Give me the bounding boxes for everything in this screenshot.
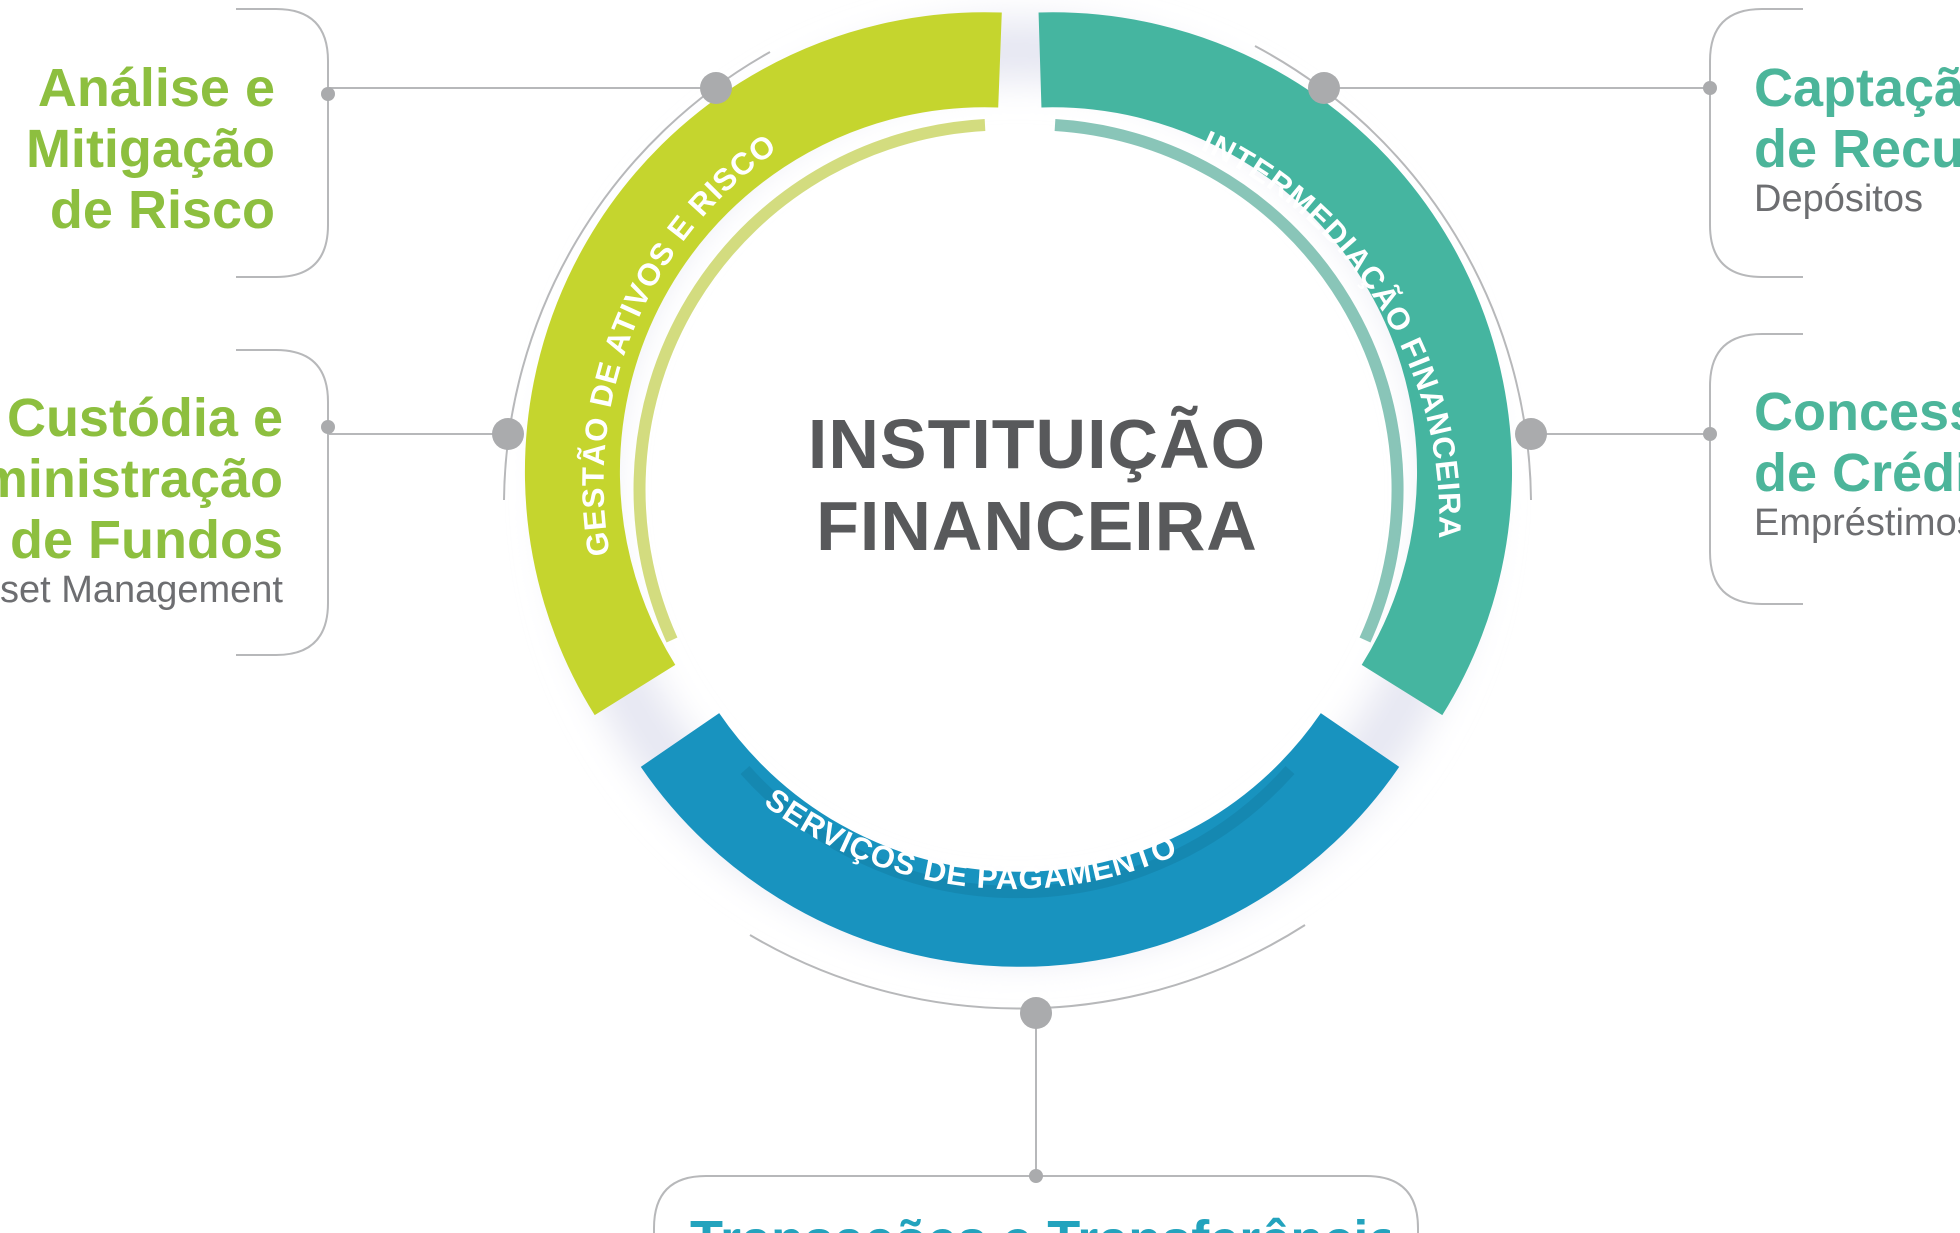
bracket-custody bbox=[236, 349, 329, 656]
function-credit-subtitle: Empréstimos bbox=[1754, 502, 1960, 544]
small-node-risk bbox=[321, 87, 335, 101]
function-risk-line1: Análise e bbox=[37, 58, 275, 118]
function-credit: Concessão de Crédito Empréstimos bbox=[1754, 382, 1960, 546]
function-risk: Análise e Mitigação de Risco bbox=[26, 58, 275, 241]
segment-intermediacao-inner bbox=[1054, 119, 1404, 643]
bracket-risk bbox=[236, 8, 329, 278]
function-transactions-title: Transações e Transferências bbox=[690, 1210, 1390, 1233]
function-transactions: Transações e Transferências bbox=[690, 1210, 1390, 1233]
function-credit-line2: de Crédito bbox=[1754, 443, 1960, 503]
function-risk-line3: de Risco bbox=[49, 180, 275, 240]
function-funding-line1: Captação bbox=[1754, 58, 1960, 118]
segment-servicos bbox=[640, 713, 1400, 967]
node-transactions bbox=[1020, 997, 1052, 1029]
function-risk-line2: Mitigação bbox=[25, 119, 275, 179]
small-node-transactions bbox=[1029, 1169, 1043, 1183]
small-node-funding bbox=[1703, 81, 1717, 95]
node-risk bbox=[700, 72, 732, 104]
center-label-line2: FINANCEIRA bbox=[816, 487, 1258, 565]
segment-intermediacao bbox=[1038, 12, 1512, 716]
ring-inner-bands bbox=[633, 119, 1404, 899]
small-node-credit bbox=[1703, 427, 1717, 441]
function-funding-subtitle: Depósitos bbox=[1754, 178, 1923, 220]
large-nodes bbox=[492, 72, 1547, 1029]
connectors bbox=[328, 87, 1710, 1175]
function-custody-line2: Administração bbox=[0, 449, 283, 509]
bracket-credit bbox=[1709, 333, 1803, 605]
node-funding bbox=[1308, 72, 1340, 104]
function-funding: Captação de Recursos Depósitos bbox=[1754, 58, 1960, 222]
small-node-custody bbox=[321, 420, 335, 434]
node-custody bbox=[492, 418, 524, 450]
brackets bbox=[236, 8, 1803, 1233]
function-custody-line3: de Fundos bbox=[10, 510, 283, 570]
function-credit-line1: Concessão bbox=[1754, 382, 1960, 442]
node-credit bbox=[1515, 418, 1547, 450]
small-nodes bbox=[321, 81, 1717, 1183]
segment-gestao bbox=[524, 12, 1002, 716]
function-custody: Custódia e Administração de Fundos Asset… bbox=[0, 388, 283, 613]
ring bbox=[524, 12, 1512, 967]
function-funding-line2: de Recursos bbox=[1754, 119, 1960, 179]
center-label: INSTITUIÇÃO FINANCEIRA bbox=[737, 403, 1337, 567]
bracket-funding bbox=[1709, 8, 1803, 278]
segment-servicos-inner bbox=[740, 766, 1295, 899]
function-custody-line1: Custódia e bbox=[6, 388, 283, 448]
function-custody-subtitle: Asset Management bbox=[0, 569, 283, 611]
center-label-line1: INSTITUIÇÃO bbox=[807, 405, 1267, 483]
segment-gestao-inner bbox=[633, 119, 986, 643]
